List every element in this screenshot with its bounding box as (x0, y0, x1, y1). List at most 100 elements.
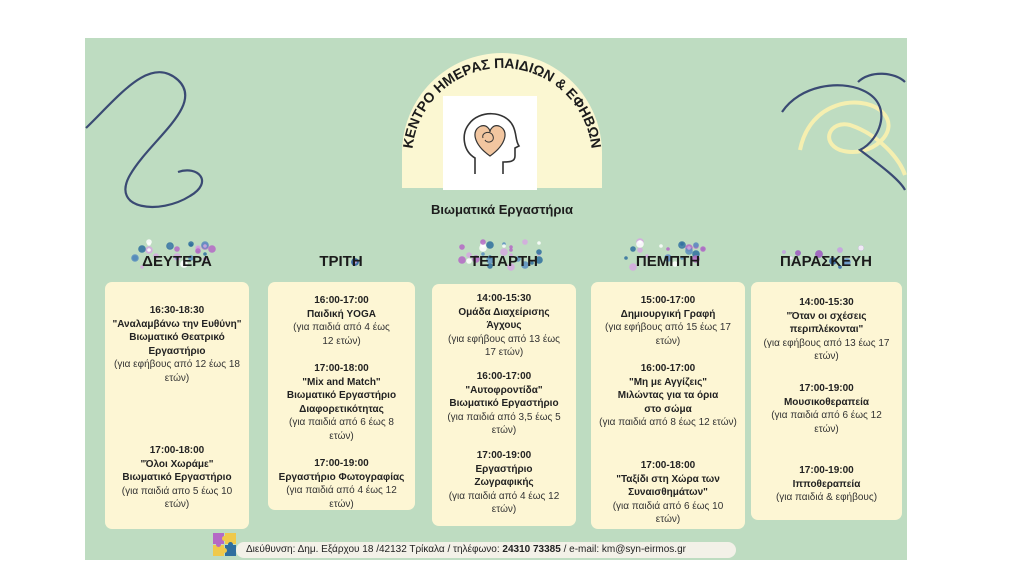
session-audience: (για παιδιά από 8 έως 12 ετών) (599, 417, 737, 428)
squiggle-right-cream (798, 100, 907, 176)
session-time: 17:00-18:00 (640, 460, 696, 471)
session-title: Δημιουργική Γραφή (620, 308, 716, 320)
session-audience: ετών) (655, 514, 681, 525)
session-time: 16:00-17:00 (640, 363, 696, 374)
session-audience: ετών) (814, 423, 839, 435)
subtitle: Βιωματικά Εργαστήρια (431, 202, 573, 217)
session-audience: (για παιδιά από 4 έως 12 (448, 490, 560, 502)
session-audience: ετών) (491, 425, 517, 436)
session-block: 16:00-17:00 "Αυτοφροντίδα" Βιωματικό Εργασ… (436, 370, 572, 438)
session-time: 17:00-18:00 (149, 445, 205, 456)
day-heading-3: ΤΕΤΑΡΤΗ (469, 253, 539, 270)
decorative-dots (458, 239, 543, 271)
session-audience: (για παιδιά από 6 έως 10 (612, 500, 724, 512)
session-title: "Mix and Match" (302, 376, 381, 388)
session-audience: (για παιδιά απο 5 έως 10 (121, 485, 233, 497)
session-title: Ζωγραφικής (474, 477, 534, 488)
session-audience: ετών) (164, 372, 190, 384)
session-audience: (για παιδιά από 4 έως 12 (286, 485, 397, 496)
session-block: 17:00-18:00"Όλοι Χωράμε"Βιωματικό Εργαστ… (109, 444, 245, 512)
session-title: Ομάδα Διαχείρισης (458, 306, 550, 318)
squiggle-right-navy (781, 84, 906, 191)
session-audience: 17 ετών) (484, 347, 524, 358)
session-time: 15:00-17:00 (640, 295, 696, 306)
session-time: 14:00-15:30 (476, 293, 532, 304)
session-title: Βιωματικό Θεατρικό (129, 332, 225, 343)
session-title: "Ταξίδι στη Χώρα των (616, 473, 720, 485)
footer-text: Διεύθυνση: Δημ. Εξάρχου 18 /42132 Τρίκαλ… (246, 544, 686, 555)
logo (443, 96, 537, 190)
session-title: Μιλώντας για τα όρια (617, 390, 719, 401)
session-time: 17:00-19:00 (799, 465, 854, 476)
session-title: στο σώμα (644, 403, 692, 415)
session-time: 14:00-15:30 (799, 297, 854, 308)
session-title: Εργαστήριο (475, 463, 533, 475)
day-heading-5: ΠΑΡΑΣΚΕΥΗ (779, 253, 873, 270)
session-title: Άγχους (486, 320, 522, 331)
session-title: Συναισθημάτων" (628, 487, 708, 498)
session-title: Διαφορετικότητας (299, 403, 384, 415)
footer: Διεύθυνση: Δημ. Εξάρχου 18 /42132 Τρίκαλ… (236, 542, 736, 558)
session-block: 17:00-18:00 "Mix and Match" Βιωματικό Εργα… (272, 362, 411, 443)
day-card-1: 16:30-18:30 "Αναλαμβάνω την Ευθύνη" Βιωματ… (105, 282, 249, 529)
session-time: 16:00-17:00 (476, 371, 532, 382)
session-time: 16:00-17:00 (314, 295, 369, 306)
session-title: "Μη με Αγγίζεις" (628, 376, 708, 388)
puzzle-icon (213, 533, 236, 556)
decorative-dots (131, 239, 216, 269)
session-block: 14:00-15:30 "Όταν οι σχέσεις περιπλέκονται… (755, 296, 898, 364)
session-title: περιπλέκονται" (789, 324, 864, 335)
session-audience: ετών) (329, 498, 354, 510)
session-title: "Όταν οι σχέσεις (786, 310, 867, 322)
session-title: Μουσικοθεραπεία (783, 396, 870, 408)
day-heading-1: ΔΕΥΤΕΡΑ (142, 253, 212, 270)
squiggle-right-navy-2 (857, 72, 906, 83)
session-audience: (για παιδιά από 6 έως 12 (771, 410, 882, 421)
session-title: Ιπποθεραπεία (792, 478, 861, 490)
session-time: 17:00-19:00 (314, 458, 369, 469)
session-title: "Αναλαμβάνω την Ευθύνη" (112, 318, 242, 330)
session-audience: (για παιδιά & εφήβους) (775, 492, 878, 503)
session-audience: (για εφήβους από 15 έως 17 (605, 322, 731, 333)
session-audience: ετών) (814, 351, 839, 362)
decorative-dots (782, 245, 864, 269)
day-heading-2: ΤΡΙΤΗ (319, 253, 363, 270)
footer-pill (236, 542, 736, 558)
session-title: Βιωματικό Εργαστήριο (286, 390, 397, 401)
session-title: Βιωματικό Εργαστήριο (449, 398, 559, 409)
session-audience: (για παιδιά από 3,5 έως 5 (447, 411, 561, 423)
session-audience: 12 ετών) (322, 335, 361, 347)
session-title: Εργαστήριο (148, 345, 206, 357)
footer-address: Διεύθυνση: Δημ. Εξάρχου 18 /42132 Τρίκαλ… (246, 544, 503, 555)
session-audience: ετών) (329, 430, 354, 442)
session-audience: (για εφήβους από 13 έως 17 (763, 337, 890, 349)
session-time: 17:00-19:00 (476, 450, 532, 461)
day-heading-4: ΠΕΜΠΤΗ (635, 253, 701, 270)
session-audience: (για παιδιά από 4 έως (293, 322, 390, 333)
session-time: 17:00-19:00 (799, 383, 854, 394)
decorative-dots (351, 258, 359, 266)
session-title: "Αυτοφροντίδα" (465, 384, 543, 396)
decorative-dots (624, 238, 706, 271)
session-title: "Όλοι Χωράμε" (140, 458, 214, 470)
session-audience: (για εφήβους από 13 έως (447, 333, 560, 345)
session-block: 16:30-18:30 "Αναλαμβάνω την Ευθύνη" Βιωματ… (109, 304, 245, 385)
head-with-heart-icon (463, 112, 521, 174)
session-audience: (για παιδιά από 6 έως 8 (288, 417, 394, 428)
session-audience: ετών) (164, 499, 190, 510)
session-audience: ετών) (491, 504, 517, 515)
session-title: Παιδική YOGA (307, 308, 376, 320)
session-time: 17:00-18:00 (314, 363, 369, 374)
session-time: 16:30-18:30 (149, 305, 205, 316)
